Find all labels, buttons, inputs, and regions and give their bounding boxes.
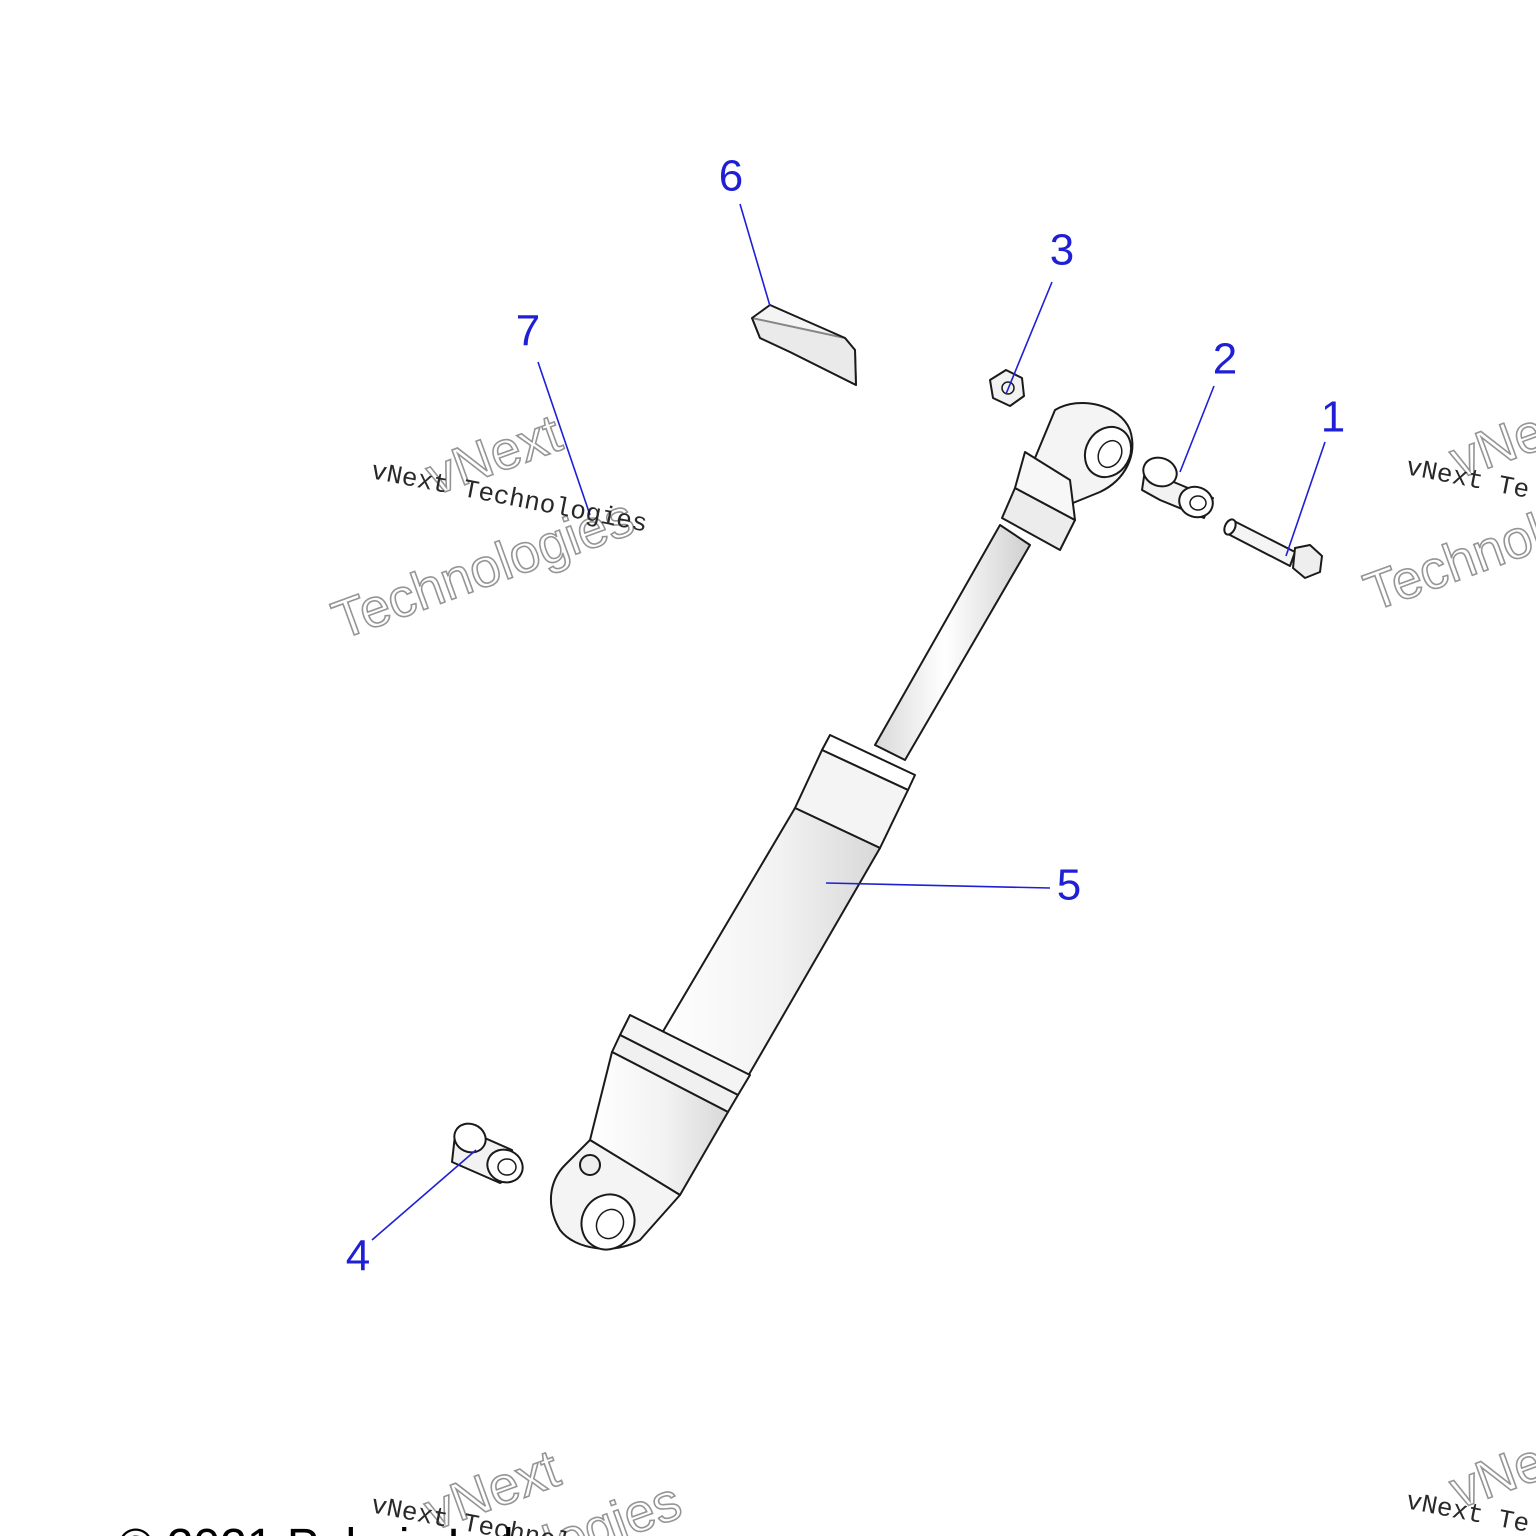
watermark-bottom-left: vNext logies vNext Technologies bbox=[368, 1438, 689, 1536]
callout-1[interactable]: 1 bbox=[1321, 393, 1345, 442]
bushing-upper bbox=[1141, 456, 1214, 519]
coil-spring bbox=[356, 332, 833, 951]
bolt bbox=[1223, 518, 1323, 579]
shock-absorber bbox=[549, 401, 1134, 1251]
watermark-right: vNe Technolo vNext Te bbox=[1356, 400, 1536, 623]
callout-4[interactable]: 4 bbox=[346, 1232, 370, 1281]
leader-line-2 bbox=[1179, 385, 1215, 473]
callout-2[interactable]: 2 bbox=[1213, 335, 1237, 384]
spring-retainer bbox=[751, 304, 857, 386]
leader-line-4 bbox=[371, 1149, 477, 1241]
callout-5[interactable]: 5 bbox=[1057, 861, 1081, 910]
leader-line-7 bbox=[537, 361, 591, 516]
callouts: 1 2 3 4 5 6 7 bbox=[346, 152, 1345, 1281]
bushing-lower bbox=[451, 1122, 524, 1184]
watermark-center: vNext Technologies vNext Technologies bbox=[324, 402, 650, 651]
leader-line-3 bbox=[1005, 281, 1053, 395]
copyright-text: © 2021 Polaris Ind bbox=[118, 1520, 514, 1536]
leader-line-6 bbox=[739, 203, 771, 307]
nut bbox=[989, 369, 1025, 407]
watermark-bottom-right: vNe vNext Te bbox=[1403, 1430, 1536, 1536]
leader-line-1 bbox=[1285, 441, 1326, 557]
callout-6[interactable]: 6 bbox=[719, 152, 743, 201]
watermark-partial-technologies: Technolo bbox=[1357, 492, 1536, 622]
leader-lines bbox=[371, 203, 1326, 1241]
leader-line-5 bbox=[825, 882, 1051, 889]
callout-7[interactable]: 7 bbox=[516, 307, 540, 356]
callout-3[interactable]: 3 bbox=[1050, 226, 1074, 275]
